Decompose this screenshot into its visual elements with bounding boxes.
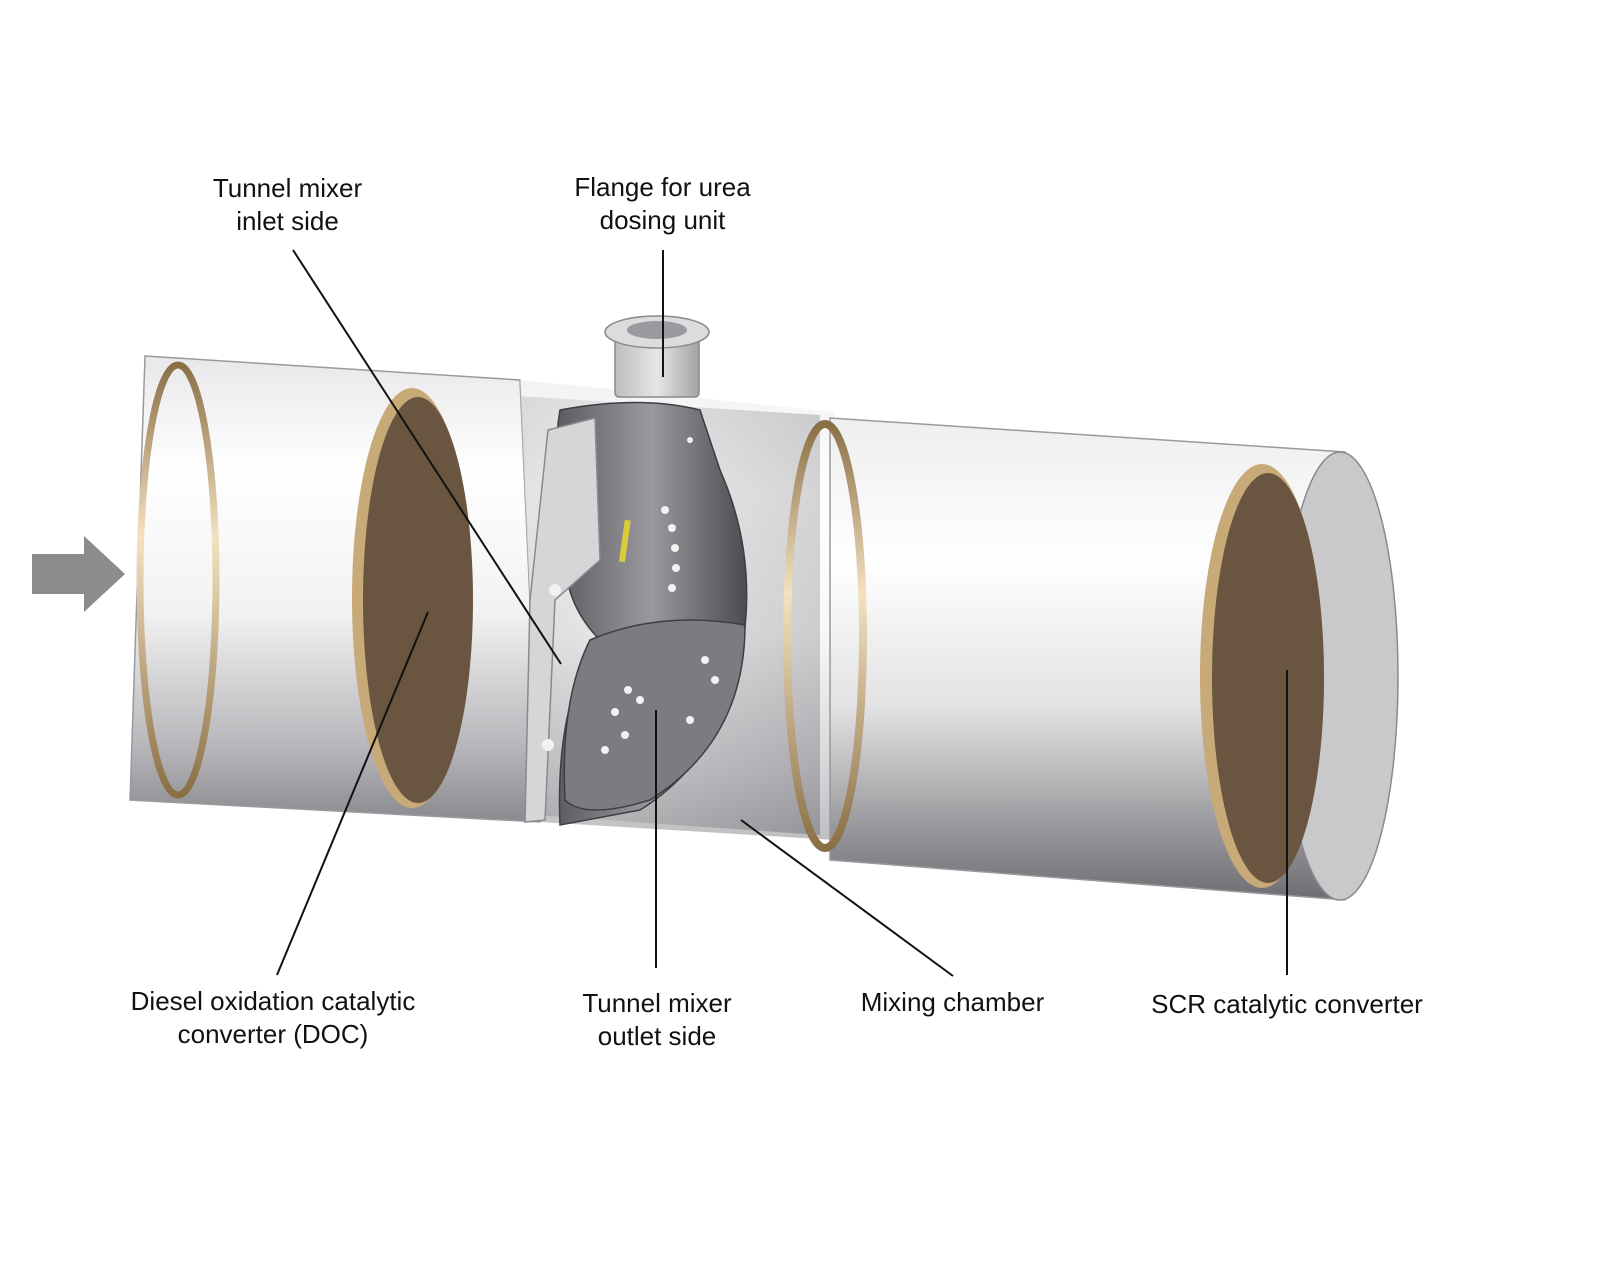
label-line: converter (DOC) (177, 1019, 369, 1049)
leader-mixer-inlet (292, 249, 562, 665)
scr-catalyst-face (1212, 473, 1324, 883)
label-urea-flange: Flange for urea dosing unit (555, 171, 770, 237)
leader-mixing-chamber (740, 819, 954, 977)
label-line: Tunnel mixer (582, 988, 732, 1018)
label-mixing-chamber: Mixing chamber (845, 986, 1060, 1019)
label-line: outlet side (597, 1021, 717, 1051)
label-line: Flange for urea (574, 172, 751, 202)
label-line: inlet side (236, 206, 339, 236)
mixer-perforations (542, 437, 719, 754)
tunnel-mixer-outlet-cup (563, 619, 746, 811)
label-tunnel-mixer-outlet: Tunnel mixer outlet side (552, 987, 762, 1053)
doc-inlet-ring (136, 361, 220, 799)
tunnel-mixer-inlet-plate (524, 417, 601, 823)
leader-lines (276, 249, 1288, 977)
doc-catalyst-face (363, 397, 473, 803)
label-line: dosing unit (599, 205, 726, 235)
urea-injector-marker (618, 519, 631, 563)
label-tunnel-mixer-inlet: Tunnel mixer inlet side (185, 172, 390, 238)
label-line: Tunnel mixer (212, 173, 363, 203)
label-scr-converter: SCR catalytic converter (1132, 988, 1442, 1021)
scr-inner-left-ring (783, 420, 867, 852)
leader-doc (276, 611, 429, 976)
urea-flange-opening (627, 321, 687, 339)
label-line: SCR catalytic converter (1151, 989, 1423, 1019)
doc-housing-shell (129, 355, 541, 823)
label-line: Mixing chamber (860, 987, 1045, 1017)
label-doc: Diesel oxidation catalytic converter (DO… (108, 985, 438, 1051)
flow-direction-arrow-icon (32, 536, 125, 612)
label-line: Diesel oxidation catalytic (130, 986, 416, 1016)
